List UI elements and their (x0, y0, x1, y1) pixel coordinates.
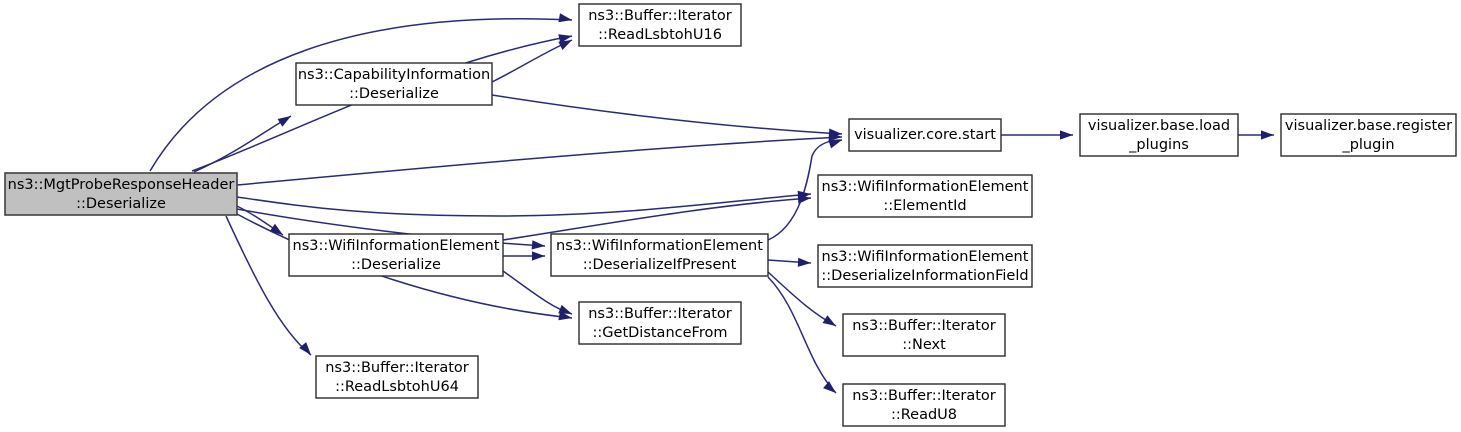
edge-root-to-wifi_element_id (236, 193, 812, 217)
node-label-read_lsbtoh_u16-line2: ::ReadLsbtohU16 (598, 27, 722, 43)
node-wifi_element_id[interactable]: ns3::WifiInformationElement::ElementId (817, 174, 1033, 218)
arrowheads-layer (269, 13, 1274, 393)
edge-arrowhead (1060, 130, 1073, 140)
edge-capability_information_deserialize-to-visualizer_core_start (491, 94, 843, 135)
node-label-visualizer_base_register_plugin-line2: _plugin (1341, 137, 1394, 153)
edge-root-to-get_distance_from (236, 213, 573, 319)
node-box-wifi_element_id[interactable] (817, 174, 1033, 218)
edge-arrowhead (277, 116, 291, 127)
node-visualizer_core_start[interactable]: visualizer.core.start (848, 118, 1002, 152)
nodes-layer: ns3::MgtProbeResponseHeader::Deserialize… (4, 3, 1457, 427)
node-wifi_deserialize_if_present[interactable]: ns3::WifiInformationElement::Deserialize… (550, 233, 769, 277)
edge-arrowhead (269, 223, 283, 235)
node-label-visualizer_core_start-line1: visualizer.core.start (854, 127, 996, 143)
node-visualizer_base_register_plugin[interactable]: visualizer.base.register _plugin (1280, 113, 1457, 157)
edge-root-to-read_lsbtoh_u64 (225, 215, 312, 356)
edge-root-to-read_lsbtoh_u16 (149, 18, 573, 172)
edge-arrowhead (558, 13, 572, 23)
edge-capability_information_deserialize-to-read_lsbtoh_u16 (491, 39, 573, 83)
edge-arrowhead (797, 257, 811, 267)
edge-root-to-visualizer_core_start (236, 136, 843, 186)
node-label-visualizer_base_load_plugins-line1: visualizer.base.load (1088, 118, 1230, 134)
node-label-visualizer_base_register_plugin-line1: visualizer.base.register (1285, 118, 1452, 134)
node-label-wifi_deserialize-line2: ::Deserialize (351, 257, 441, 273)
node-label-read_lsbtoh_u16-line1: ns3::Buffer::Iterator (588, 8, 732, 24)
node-box-read_lsbtoh_u16[interactable] (578, 3, 742, 47)
edge-arrowhead (822, 315, 836, 326)
node-box-get_distance_from[interactable] (578, 301, 742, 345)
node-get_distance_from[interactable]: ns3::Buffer::Iterator::GetDistanceFrom (578, 301, 742, 345)
node-box-capability_information_deserialize[interactable] (295, 62, 493, 106)
node-label-read_lsbtoh_u64-line2: ::ReadLsbtohU64 (335, 379, 459, 395)
node-wifi_deserialize_information_field[interactable]: ns3::WifiInformationElement::Deserialize… (817, 244, 1033, 288)
node-box-visualizer_core_start[interactable] (848, 118, 1002, 152)
node-label-iterator_read_u8-line1: ns3::Buffer::Iterator (852, 388, 996, 404)
edge-arrowhead (558, 40, 572, 51)
node-label-root-line1: ns3::MgtProbeResponseHeader (8, 177, 235, 193)
node-box-wifi_deserialize_information_field[interactable] (817, 244, 1033, 288)
node-box-wifi_deserialize_if_present[interactable] (550, 233, 769, 277)
node-box-iterator_next[interactable] (842, 313, 1006, 357)
node-label-wifi_deserialize_information_field-line2: ::DeserializeInformationField (821, 268, 1028, 284)
node-label-wifi_element_id-line1: ns3::WifiInformationElement (822, 179, 1029, 195)
node-label-iterator_read_u8-line2: ::ReadU8 (891, 407, 957, 423)
node-label-iterator_next-line1: ns3::Buffer::Iterator (852, 318, 996, 334)
node-box-root[interactable] (4, 172, 238, 216)
edge-arrowhead (558, 34, 572, 44)
node-label-get_distance_from-line2: ::GetDistanceFrom (593, 325, 728, 341)
edge-wifi_deserialize_if_present-to-visualizer_core_start (767, 139, 843, 241)
node-label-capability_information_deserialize-line1: ns3::CapabilityInformation (298, 67, 490, 83)
edge-arrowhead (531, 240, 545, 250)
node-box-wifi_deserialize[interactable] (288, 233, 504, 277)
node-label-root-line2: ::Deserialize (76, 196, 166, 212)
node-box-visualizer_base_load_plugins[interactable] (1079, 113, 1239, 157)
node-label-wifi_deserialize_if_present-line2: ::DeserializeIfPresent (583, 257, 737, 273)
edge-root-to-capability_information_deserialize (193, 115, 292, 173)
edge-wifi_deserialize_if_present-to-iterator_read_u8 (767, 276, 837, 394)
node-wifi_deserialize[interactable]: ns3::WifiInformationElement::Deserialize (288, 233, 504, 277)
node-label-visualizer_base_load_plugins-line2: _plugins (1128, 137, 1189, 153)
node-label-capability_information_deserialize-line2: ::Deserialize (349, 86, 439, 102)
node-read_lsbtoh_u16[interactable]: ns3::Buffer::Iterator::ReadLsbtohU16 (578, 3, 742, 47)
edge-arrowhead (823, 381, 836, 393)
node-capability_information_deserialize[interactable]: ns3::CapabilityInformation::Deserialize (295, 62, 493, 106)
node-label-wifi_deserialize-line1: ns3::WifiInformationElement (293, 238, 500, 254)
edge-arrowhead (532, 251, 545, 261)
node-box-visualizer_base_register_plugin[interactable] (1280, 113, 1457, 157)
edge-arrowhead (828, 139, 842, 149)
node-iterator_read_u8[interactable]: ns3::Buffer::Iterator::ReadU8 (842, 383, 1006, 427)
node-box-read_lsbtoh_u64[interactable] (315, 355, 479, 399)
node-label-wifi_deserialize_if_present-line1: ns3::WifiInformationElement (556, 238, 763, 254)
node-box-iterator_read_u8[interactable] (842, 383, 1006, 427)
node-read_lsbtoh_u64[interactable]: ns3::Buffer::Iterator::ReadLsbtohU64 (315, 355, 479, 399)
node-label-wifi_deserialize_information_field-line1: ns3::WifiInformationElement (822, 249, 1029, 265)
edge-arrowhead (797, 194, 811, 204)
edge-arrowhead (558, 304, 572, 314)
node-visualizer_base_load_plugins[interactable]: visualizer.base.load _plugins (1079, 113, 1239, 157)
node-label-iterator_next-line2: ::Next (902, 337, 946, 353)
edge-arrowhead (1261, 130, 1274, 140)
node-label-get_distance_from-line1: ns3::Buffer::Iterator (588, 306, 732, 322)
node-iterator_next[interactable]: ns3::Buffer::Iterator::Next (842, 313, 1006, 357)
edge-arrowhead (828, 131, 842, 142)
node-root[interactable]: ns3::MgtProbeResponseHeader::Deserialize (4, 172, 238, 216)
node-label-wifi_element_id-line2: ::ElementId (883, 198, 966, 214)
edge-arrowhead (299, 342, 311, 355)
edge-wifi_deserialize-to-wifi_element_id (502, 197, 812, 241)
node-label-read_lsbtoh_u64-line1: ns3::Buffer::Iterator (325, 360, 469, 376)
